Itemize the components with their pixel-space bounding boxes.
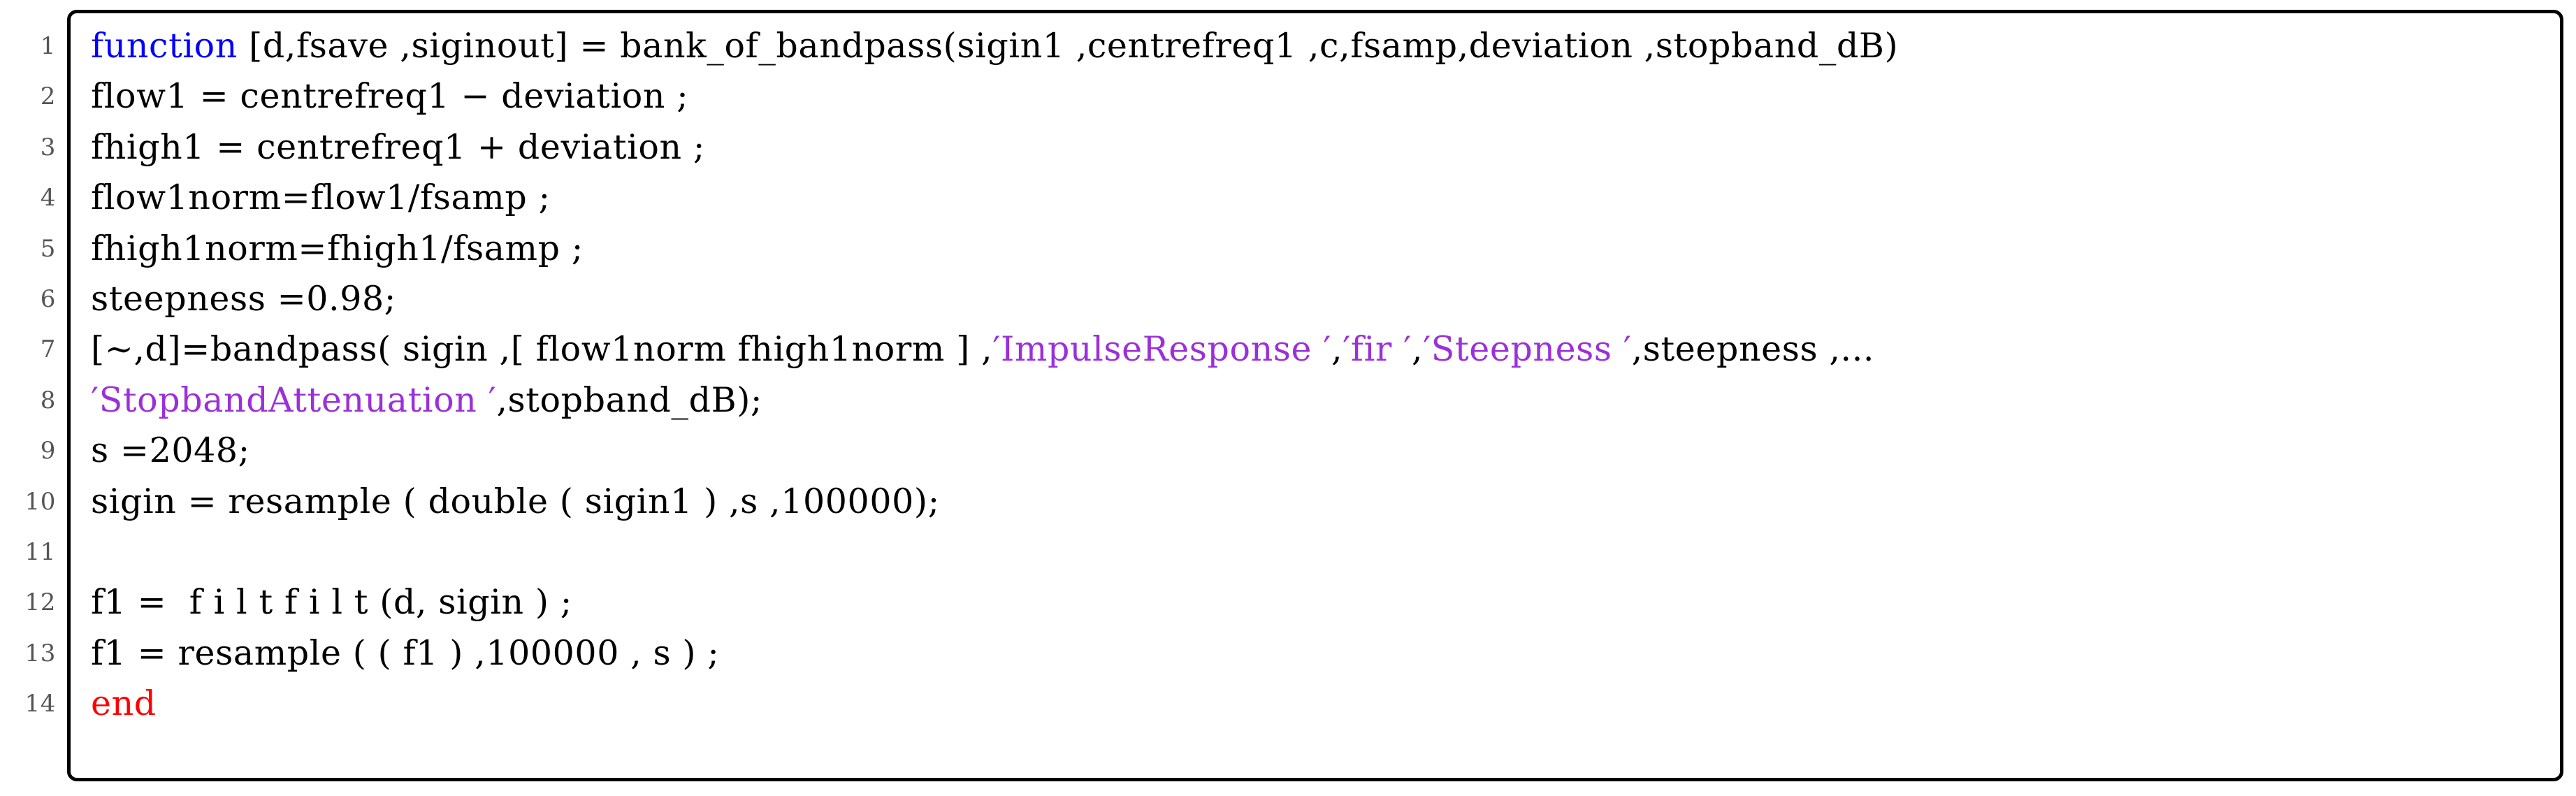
code-text: flow1norm=flow1/fsamp ;: [91, 173, 551, 223]
code-token: ′fir ′: [1343, 329, 1412, 370]
line-number: 11: [24, 537, 56, 566]
code-line: 6 steepness =0.98;: [41, 274, 2563, 324]
code-line: 13 f1 = resample ( ( f1 ) ,100000 , s ) ;: [25, 628, 2563, 679]
code-token: s =2048;: [91, 430, 250, 471]
code-token: fhigh1norm=fhigh1/fsamp ;: [91, 228, 584, 268]
line-number: 5: [40, 234, 56, 263]
line-number: 13: [24, 639, 56, 667]
line-number: 14: [24, 690, 56, 718]
code-line: 8 ′StopbandAttenuation ′,stopband_dB);: [41, 375, 2563, 426]
code-token: sigin = resample ( double ( sigin1 ) ,s …: [91, 481, 940, 521]
code-token: ,: [1331, 329, 1343, 370]
code-token: flow1 = centrefreq1 − deviation ;: [91, 76, 689, 117]
code-text: flow1 = centrefreq1 − deviation ;: [91, 71, 688, 122]
line-number: 3: [40, 133, 56, 161]
code-frame-border: [67, 10, 2563, 781]
line-number: 10: [24, 487, 56, 516]
line-number: 6: [40, 284, 56, 313]
line-number: 8: [40, 386, 56, 414]
code-line: 11: [25, 527, 2563, 577]
code-token: f1 = f i l t f i l t (d, sigin ) ;: [91, 582, 572, 623]
code-line: 1 function [d,fsave ,siginout] = bank_of_…: [41, 21, 2563, 71]
code-token: ,steepness ,...: [1631, 329, 1875, 370]
line-number: 7: [40, 335, 56, 364]
code-text: function [d,fsave ,siginout] = bank_of_b…: [91, 21, 1898, 71]
code-line: 10 sigin = resample ( double ( sigin1 ) ,…: [25, 477, 2563, 527]
code-token: [∼,d]=bandpass( sigin ,[ flow1norm fhigh…: [91, 329, 993, 370]
line-number: 9: [40, 437, 56, 465]
code-token: end: [91, 683, 157, 724]
code-text: steepness =0.98;: [91, 274, 396, 324]
line-number: 1: [40, 32, 56, 60]
code-text: f1 = resample ( ( f1 ) ,100000 , s ) ;: [91, 628, 719, 679]
code-token: function: [91, 26, 238, 66]
code-token: f1 = resample ( ( f1 ) ,100000 , s ) ;: [91, 632, 720, 673]
code-lines-container: 1 function [d,fsave ,siginout] = bank_of_…: [25, 10, 2563, 781]
code-text: end: [91, 679, 157, 729]
code-line: 7 [∼,d]=bandpass( sigin ,[ flow1norm fhig…: [41, 324, 2563, 375]
code-text: fhigh1 = centrefreq1 + deviation ;: [91, 122, 705, 173]
code-token: ,: [1411, 329, 1424, 370]
code-text: fhigh1norm=fhigh1/fsamp ;: [91, 224, 584, 274]
code-line: 14 end: [25, 679, 2563, 729]
code-token: [d,fsave ,siginout] = bank_of_bandpass(s…: [237, 26, 1899, 66]
code-token: ′Steepness ′: [1423, 329, 1632, 370]
code-token: ′ImpulseResponse ′: [992, 329, 1332, 370]
code-token: fhigh1 = centrefreq1 + deviation ;: [91, 126, 705, 167]
line-number: 4: [40, 184, 56, 212]
code-token: steepness =0.98;: [91, 278, 396, 319]
code-token: flow1norm=flow1/fsamp ;: [91, 178, 551, 218]
line-number: 12: [24, 588, 56, 617]
code-line: 12 f1 = f i l t f i l t (d, sigin ) ;: [25, 577, 2563, 628]
line-number: 2: [40, 82, 56, 111]
code-text: ′StopbandAttenuation ′,stopband_dB);: [91, 375, 762, 426]
code-line: 9 s =2048;: [41, 426, 2563, 476]
code-line: 5 fhigh1norm=fhigh1/fsamp ;: [41, 224, 2563, 274]
code-line: 3 fhigh1 = centrefreq1 + deviation ;: [41, 122, 2563, 173]
code-text: s =2048;: [91, 426, 250, 476]
code-line: 4 flow1norm=flow1/fsamp ;: [41, 173, 2563, 223]
code-token: ′StopbandAttenuation ′: [91, 379, 497, 420]
code-text: sigin = resample ( double ( sigin1 ) ,s …: [91, 477, 940, 527]
code-line: 2 flow1 = centrefreq1 − deviation ;: [41, 71, 2563, 122]
code-text: [∼,d]=bandpass( sigin ,[ flow1norm fhigh…: [91, 324, 1874, 375]
code-token: ,stopband_dB);: [496, 379, 763, 420]
code-text: f1 = f i l t f i l t (d, sigin ) ;: [91, 577, 572, 628]
